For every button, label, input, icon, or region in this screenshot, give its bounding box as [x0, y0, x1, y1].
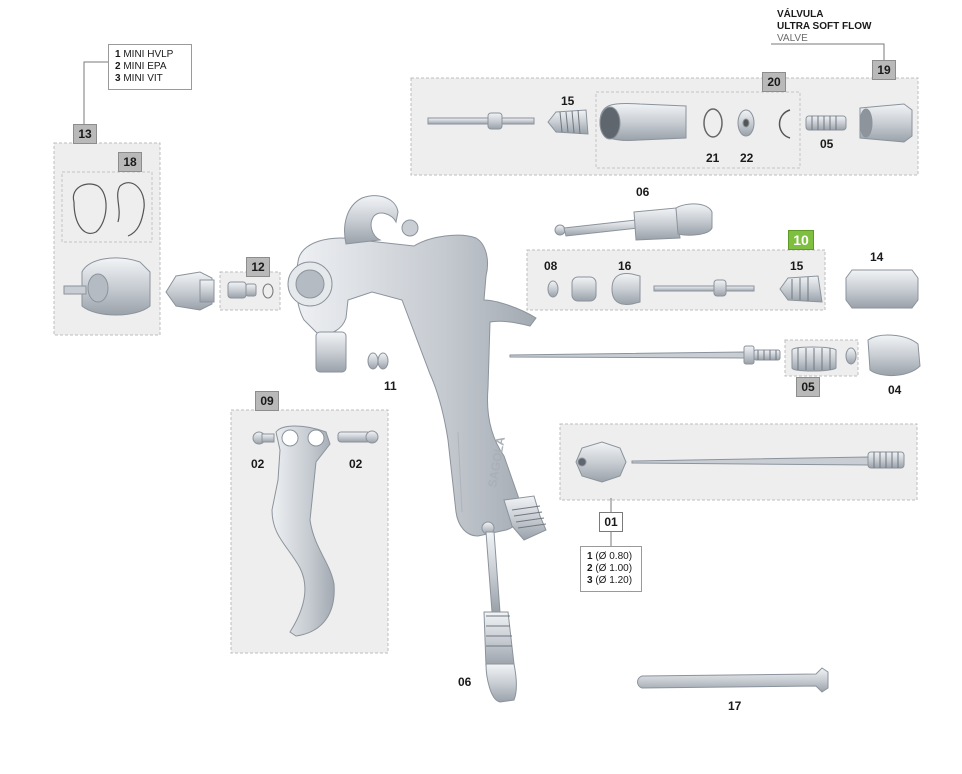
label-08: 08 [544, 259, 558, 273]
label-17: 17 [728, 699, 742, 713]
tag-01: 01 [599, 512, 623, 532]
trigger-icon [252, 425, 379, 637]
cap-option: 2 MINI EPA [115, 61, 167, 72]
nozzle-option: 3 (Ø 1.20) [587, 575, 633, 586]
label-21: 21 [706, 151, 720, 165]
adjuster-lower-icon [481, 521, 517, 703]
tag-13: 13 [73, 124, 97, 144]
valve-assembly-icon [427, 102, 913, 143]
fluid-nozzle-small-icon [165, 271, 215, 311]
leader-13 [83, 61, 108, 124]
tag-10-highlight: 10 [788, 230, 814, 250]
tag-12: 12 [246, 257, 270, 277]
tag-20: 20 [762, 72, 786, 92]
label-02-right: 02 [349, 457, 363, 471]
pin-17-icon [637, 667, 829, 693]
panel-20-inner [595, 91, 801, 169]
cap-option: 1 MINI HVLP [115, 49, 174, 60]
valve-caption-line3: VALVE [777, 33, 808, 44]
leader-19 [771, 43, 885, 60]
label-14: 14 [870, 250, 884, 264]
needle-packing-row-icon [547, 269, 919, 309]
nozzle-option: 1 (Ø 0.80) [587, 551, 633, 562]
nozzle-option: 2 (Ø 1.00) [587, 563, 633, 574]
valve-caption: VÁLVULA ULTRA SOFT FLOW VALVE [777, 9, 871, 45]
adjuster-upper-icon [554, 203, 713, 241]
valve-caption-line1: VÁLVULA [777, 9, 824, 20]
label-06-lower: 06 [458, 675, 472, 689]
label-02-left: 02 [251, 457, 265, 471]
seal-ring-icon [72, 182, 145, 237]
panel-18-seals [61, 171, 153, 243]
tag-09: 09 [255, 391, 279, 411]
fluid-needle-icon [509, 334, 921, 376]
fluid-nozzle-set-icon [575, 441, 905, 483]
label-15-valve: 15 [561, 94, 575, 108]
washer-11-icon [367, 352, 389, 370]
label-05-valve: 05 [820, 137, 834, 151]
label-16: 16 [618, 259, 632, 273]
valve-caption-line2: ULTRA SOFT FLOW [777, 21, 872, 32]
spray-gun-body-icon [287, 195, 547, 541]
label-15-needle: 15 [790, 259, 804, 273]
tag-19: 19 [872, 60, 896, 80]
label-22: 22 [740, 151, 754, 165]
cap-options-box: 1 MINI HVLP 2 MINI EPA 3 MINI VIT [108, 44, 192, 90]
label-11: 11 [384, 379, 397, 393]
tag-18: 18 [118, 152, 142, 172]
panel-10 [526, 249, 826, 311]
air-cap-icon [63, 257, 151, 316]
label-06-upper: 06 [636, 185, 650, 199]
cap-option: 3 MINI VIT [115, 73, 163, 84]
nozzle-options-box: 1 (Ø 0.80) 2 (Ø 1.00) 3 (Ø 1.20) [580, 546, 642, 592]
label-04: 04 [888, 383, 902, 397]
tag-05: 05 [796, 377, 820, 397]
part-12-icon [227, 281, 274, 299]
